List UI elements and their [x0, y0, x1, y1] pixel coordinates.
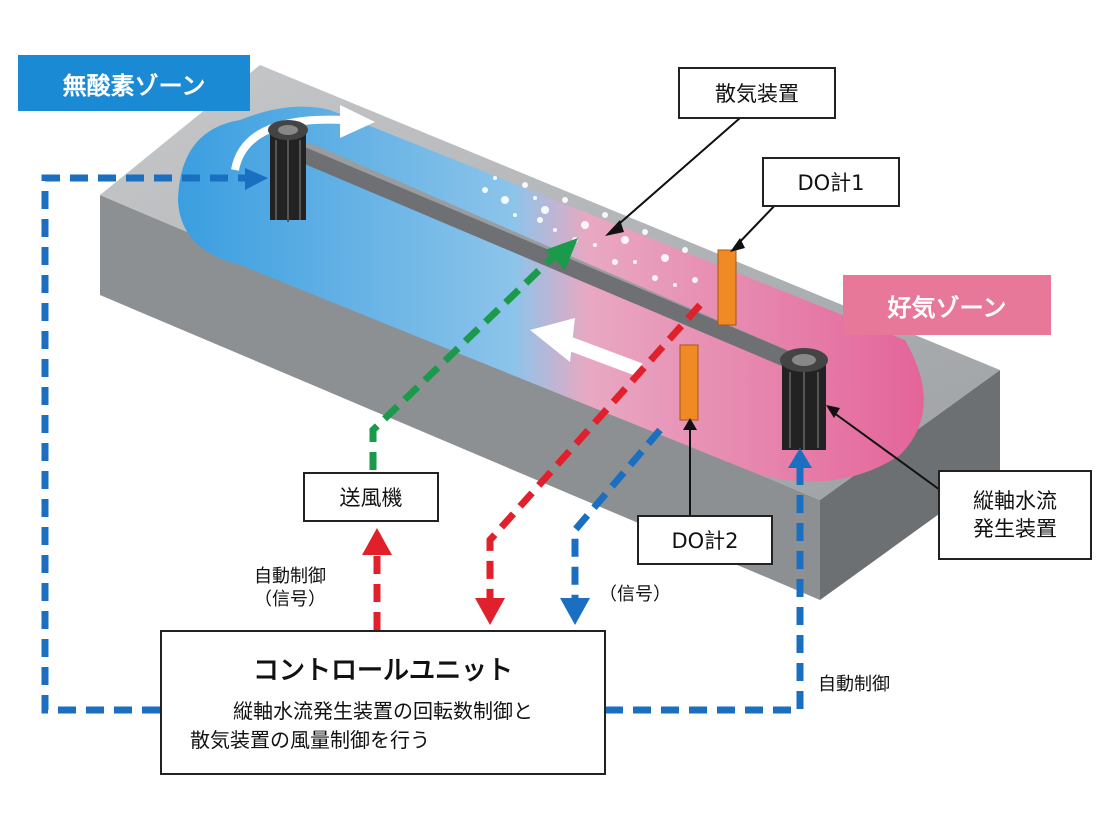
blower-label: 送風機 [303, 472, 439, 522]
anoxic-zone-label: 無酸素ゾーン [18, 55, 250, 111]
green-arrow [545, 238, 578, 270]
flow-generator-line2: 発生装置 [973, 517, 1057, 541]
tank-front-face [100, 195, 820, 600]
control-unit-box: コントロールユニット 縦軸水流発生装置の回転数制御と 散気装置の風量制御を行う [160, 630, 606, 775]
flow-arrow-bottom [557, 333, 643, 377]
red-arrow-to-blower [362, 528, 392, 555]
red-arrow-to-unit [475, 598, 505, 625]
flow-arrow-top [231, 115, 346, 171]
diffuser-leader [611, 117, 741, 231]
flow-generator-rotor-left [268, 120, 308, 222]
red-control-signal [373, 302, 703, 630]
control-unit-desc-line2: 散気装置の風量制御を行う [190, 728, 430, 752]
do-meter-2-label: DO計2 [637, 515, 773, 565]
tank-side-face [820, 370, 1000, 600]
do1-leader [734, 199, 781, 248]
signal-text: （信号） [599, 584, 671, 605]
blue-arrow-left-rotor [245, 168, 268, 190]
auto-control-line2: （信号） [254, 589, 326, 611]
do-sensor-1 [717, 249, 737, 326]
auto-control-line1: 自動制御 [254, 566, 326, 587]
blue-control-signal [41, 174, 804, 714]
diffuser-bubbles [482, 176, 698, 287]
do-meter-1-label: DO計1 [762, 157, 900, 207]
diffuser-label: 散気装置 [678, 67, 836, 119]
control-unit-title: コントロールユニット [252, 656, 513, 686]
green-air-line [369, 252, 558, 470]
rotor-leader [829, 409, 941, 491]
aerobic-zone-label: 好気ゾーン [843, 275, 1051, 335]
flow-generator-line1: 縦軸水流 [973, 488, 1057, 513]
flow-generator-rotor-right [780, 348, 828, 450]
blue-arrow-signal [560, 598, 590, 625]
control-unit-desc-line1: 縦軸水流発生装置の回転数制御と [233, 699, 533, 723]
auto-control-signal-text: 自動制御 （信号） [228, 565, 352, 612]
do-sensor-2 [679, 344, 699, 421]
auto-control-right-text: 自動制御 [818, 674, 890, 695]
blue-arrow-right-rotor [788, 448, 812, 468]
water-channel [178, 106, 924, 482]
vertical-flow-generator-label: 縦軸水流 発生装置 [938, 470, 1092, 560]
